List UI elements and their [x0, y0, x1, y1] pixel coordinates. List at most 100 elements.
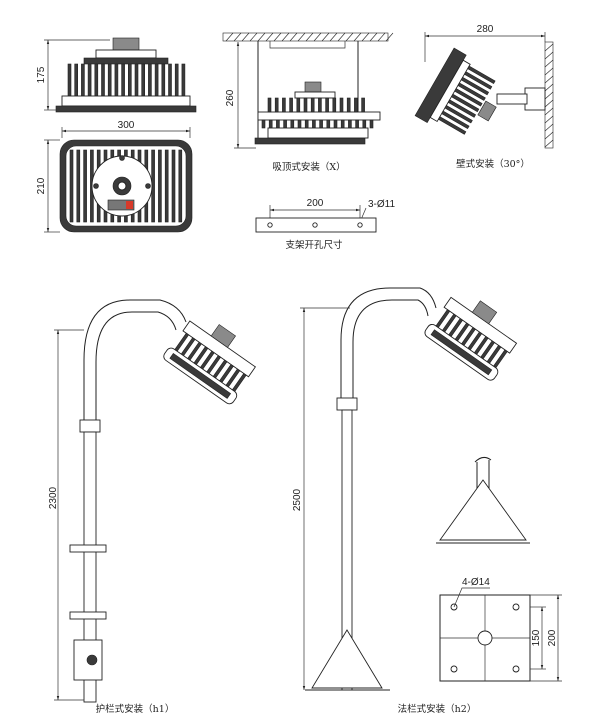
hatch-line: [544, 139, 554, 148]
cooling-fin: [181, 63, 186, 97]
hatch-line: [544, 99, 554, 108]
cooling-fin: [76, 149, 81, 223]
hatch-line: [241, 32, 250, 42]
lamp-top-view: [59, 139, 193, 233]
hatch-line: [544, 91, 554, 100]
hatch-line: [369, 32, 378, 42]
guardrail-height-label: 2300: [48, 486, 59, 509]
cooling-fin: [454, 88, 483, 107]
cooling-fin: [310, 97, 315, 113]
cooling-fin: [297, 119, 302, 129]
hatch-line: [313, 32, 322, 42]
dimension-flange-plate: 150 200: [530, 594, 562, 682]
caption-ceiling-mount: 吸顶式安装（X）: [272, 161, 345, 173]
wall-width-label: 280: [477, 24, 494, 35]
hatch-line: [265, 32, 274, 42]
hatch-line: [544, 83, 554, 92]
top-height-label: 210: [36, 177, 47, 194]
cooling-fin: [101, 63, 105, 97]
bracket-spacing-label: 200: [307, 198, 324, 209]
cooling-fin: [463, 71, 493, 90]
cooling-fin: [457, 82, 486, 101]
cooling-fin: [276, 119, 280, 129]
cooling-fin: [174, 63, 179, 97]
bracket-hole-diagram: 200 3-Ø11: [255, 198, 395, 233]
hatch-line: [544, 131, 554, 140]
cooling-fin: [369, 119, 374, 129]
cooling-fin: [362, 119, 367, 129]
cooling-fin: [444, 105, 473, 124]
nameplate-red-mark: [126, 201, 133, 209]
cooling-fin: [333, 119, 338, 129]
cooling-fin: [332, 97, 337, 113]
cooling-fin: [81, 63, 85, 97]
cooling-fin: [164, 149, 169, 223]
cooling-fin: [296, 97, 301, 113]
ceiling-height-label: 260: [225, 89, 236, 106]
cooling-fin: [361, 97, 365, 113]
cooling-fin: [67, 63, 72, 97]
flange-base-side-detail: [436, 456, 530, 544]
hatch-line: [544, 115, 554, 124]
hatch-line: [544, 59, 554, 68]
cooling-fin: [289, 97, 293, 113]
cooling-fin: [326, 119, 331, 129]
cooling-fin: [274, 97, 279, 113]
cooling-fin: [303, 97, 308, 113]
caption-bracket-holes: 支架开孔尺寸: [285, 239, 343, 251]
hatch-line: [544, 67, 554, 76]
cooling-fin: [128, 63, 132, 97]
cooling-fin: [69, 149, 74, 223]
hatch-line: [281, 32, 290, 42]
cooling-fin: [158, 149, 162, 223]
cooling-fin: [339, 97, 344, 113]
cooling-fin: [161, 63, 166, 97]
cooling-fin: [268, 119, 273, 129]
dimension-guardrail-height: 2300: [48, 329, 84, 701]
hatch-line: [305, 32, 314, 42]
bracket-holes-label: 3-Ø11: [368, 199, 395, 210]
hatch-line: [249, 32, 258, 42]
dimension-top-width: 300: [61, 120, 191, 138]
cooling-fin: [325, 97, 329, 113]
cooling-fin: [107, 63, 112, 97]
caption-guardrail-mount: 护栏式安装（h1）: [96, 703, 175, 715]
hatch-line: [289, 32, 298, 42]
cooling-fin: [319, 119, 323, 129]
hatch-line: [385, 32, 394, 42]
cooling-fin: [346, 97, 351, 113]
flange-outer-label: 200: [547, 629, 558, 646]
hatch-line: [233, 32, 242, 42]
hatch-line: [544, 107, 554, 116]
cooling-fin: [87, 63, 92, 97]
guardrail-pole-view: [69, 299, 257, 703]
ceiling-mount-view: [222, 32, 394, 145]
cooling-fin: [171, 149, 176, 223]
hatch-line: [544, 43, 554, 52]
cooling-fin: [340, 119, 345, 129]
dimension-ceiling-height: 260: [225, 42, 256, 149]
hatch-line: [337, 32, 346, 42]
cooling-fin: [154, 63, 159, 97]
hatch-line: [361, 32, 370, 42]
cooling-fin: [261, 119, 266, 129]
lamp-front-view: [55, 37, 197, 113]
cooling-fin: [114, 63, 119, 97]
cooling-fin: [148, 63, 152, 97]
hatch-line: [544, 123, 554, 132]
hatch-line: [321, 32, 330, 42]
hatch-line: [345, 32, 354, 42]
cooling-fin: [348, 119, 352, 129]
dimension-wall-width: 280: [424, 24, 546, 62]
cooling-fin: [447, 99, 477, 118]
cooling-fin: [83, 149, 87, 223]
top-width-label: 300: [118, 120, 135, 131]
wall-mount-view: [414, 41, 554, 149]
cooling-fin: [354, 97, 358, 113]
cooling-fin: [168, 63, 172, 97]
hatch-line: [273, 32, 282, 42]
front-height-label: 175: [36, 66, 47, 83]
hatch-line: [353, 32, 362, 42]
cooling-fin: [304, 119, 309, 129]
